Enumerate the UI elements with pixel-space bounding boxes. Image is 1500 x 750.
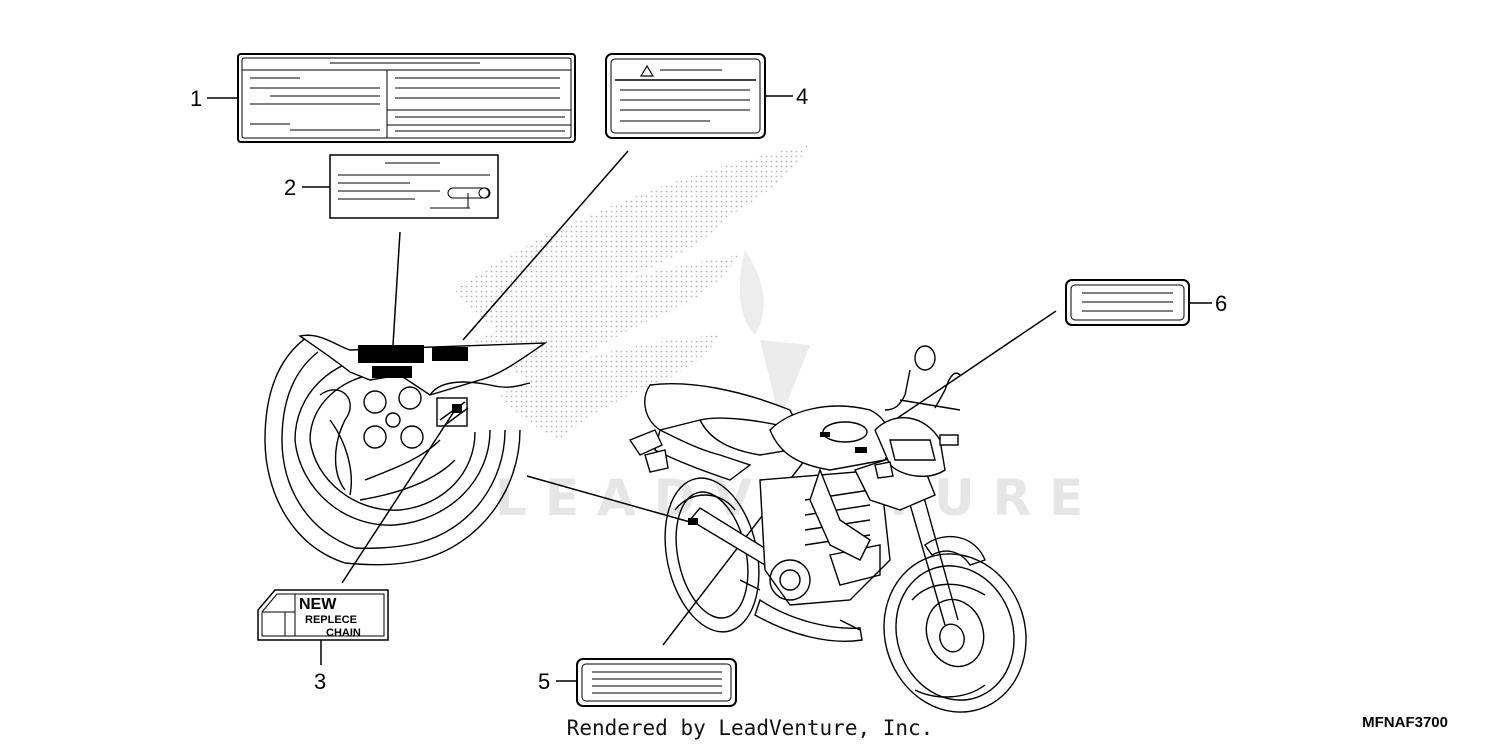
label-5[interactable] xyxy=(556,658,737,707)
rendered-by-footer: Rendered by LeadVenture, Inc. xyxy=(566,716,934,740)
chain-label-chain: CHAIN xyxy=(326,627,361,639)
callout-5: 5 xyxy=(538,669,550,694)
callout-4: 4 xyxy=(796,84,808,109)
label-1[interactable] xyxy=(207,53,576,143)
motorcycle-label-6-position xyxy=(855,447,867,453)
label-3-chain[interactable]: NEW REPLECE CHAIN xyxy=(257,589,389,665)
diagram-code: MFNAF3700 xyxy=(1362,714,1448,731)
motorcycle xyxy=(628,345,1027,713)
chain-label-new: NEW xyxy=(299,596,337,613)
label-2[interactable] xyxy=(302,154,499,219)
chain-label-replece: REPLECE xyxy=(305,614,357,626)
label-4[interactable] xyxy=(605,53,793,139)
callout-1: 1 xyxy=(190,86,202,111)
callout-2: 2 xyxy=(284,175,296,200)
motorcycle-label-5-position xyxy=(688,518,698,525)
callout-6: 6 xyxy=(1215,291,1227,316)
rear-wheel-label-block-3 xyxy=(372,366,412,378)
motorcycle-label-tank-position xyxy=(820,432,830,437)
callout-3: 3 xyxy=(314,669,326,694)
rear-wheel-label-block-1 xyxy=(358,345,424,363)
label-6[interactable] xyxy=(1065,279,1212,326)
watermark-wing-logo: LEADVENTURE xyxy=(455,145,1083,527)
rear-wheel-label-block-2 xyxy=(432,347,468,361)
chain-label-position xyxy=(452,404,462,413)
